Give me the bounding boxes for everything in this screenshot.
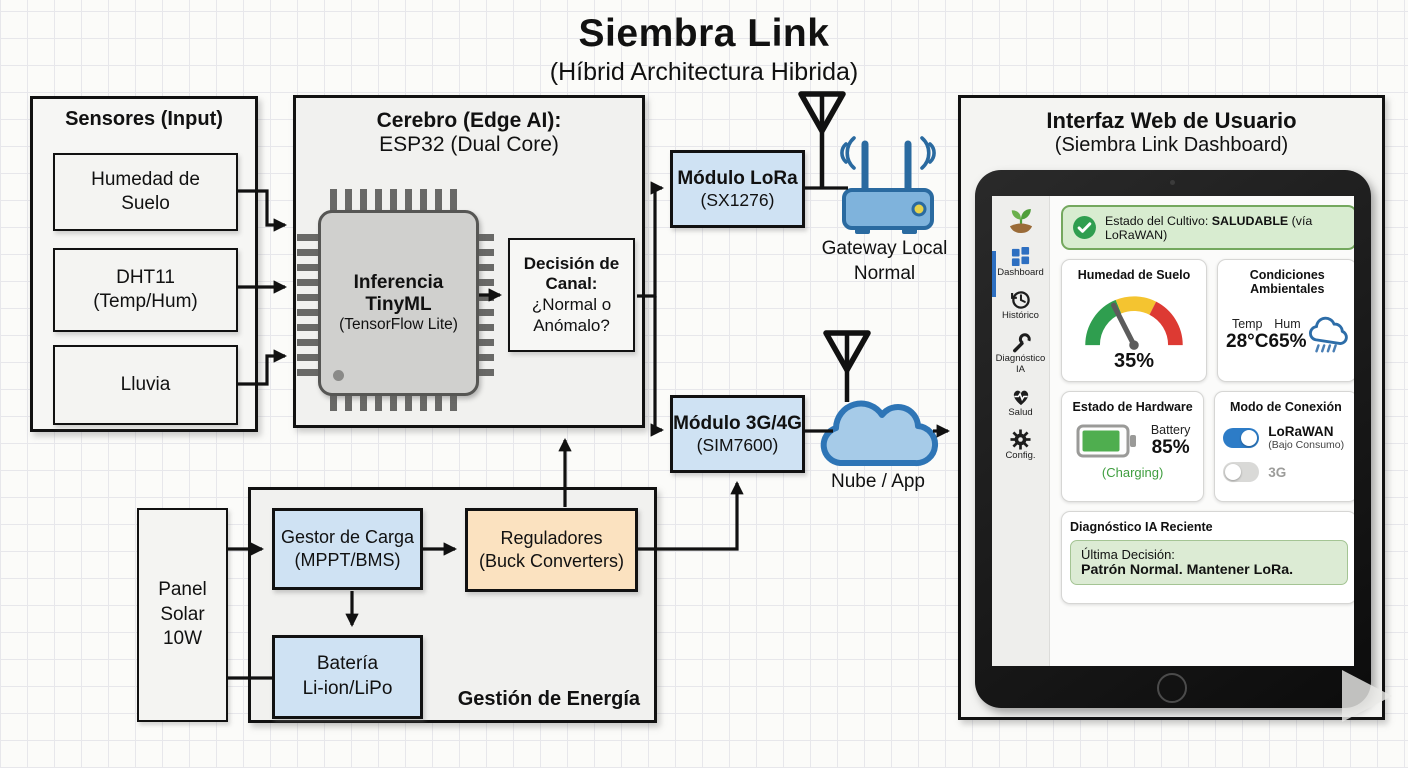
- sensor-rain: Lluvia: [53, 345, 238, 425]
- charge-manager-box: Gestor de Carga (MPPT/BMS): [272, 508, 423, 590]
- ai-diagnosis-card: Diagnóstico IA Reciente Última Decisión:…: [1061, 511, 1354, 604]
- battery-box: Batería Li-ion/LiPo: [272, 635, 423, 719]
- chip-pins-top: [330, 189, 462, 211]
- sensor-dht11: DHT11 (Temp/Hum): [53, 248, 238, 332]
- battery-value: 85%: [1151, 437, 1190, 458]
- antenna-icon-lora: [798, 91, 846, 188]
- page-subtitle: (Híbrid Architectura Hibrida): [549, 58, 859, 86]
- tinyml-chip: Inferencia TinyML (TensorFlow Lite): [318, 210, 479, 396]
- tablet-home-button[interactable]: [1157, 673, 1187, 703]
- edge-ai-title: Cerebro (Edge AI):: [376, 109, 562, 132]
- sensors-box: Sensores (Input) Humedad de Suelo DHT11 …: [30, 96, 258, 432]
- page-title: Siembra Link: [578, 12, 830, 55]
- crop-status-text: Estado del Cultivo: SALUDABLE (vía LoRaW…: [1105, 213, 1313, 242]
- dashboard-sidebar: Dashboard Histórico Diagnóstico IA: [992, 196, 1050, 666]
- heart-pulse-icon: [1013, 390, 1028, 405]
- soil-moisture-card: Humedad de Suelo 35%: [1061, 259, 1207, 382]
- temp-stat: Temp 28°C: [1226, 316, 1269, 352]
- regulators-box: Reguladores (Buck Converters): [465, 508, 638, 592]
- sidebar-item-salud[interactable]: Salud: [1008, 386, 1033, 419]
- lorawan-toggle[interactable]: [1223, 427, 1260, 448]
- charging-status: (Charging): [1101, 465, 1164, 480]
- hardware-status-card: Estado de Hardware Battery 85%: [1061, 391, 1205, 502]
- dashboard-main: Estado del Cultivo: SALUDABLE (vía LoRaW…: [1050, 196, 1354, 666]
- tablet-camera-dot: [1170, 180, 1175, 185]
- sidebar-item-config[interactable]: Config.: [1005, 429, 1036, 462]
- ambient-conditions-card: Condiciones Ambientales Temp 28°C Hum 65…: [1217, 259, 1354, 382]
- lorawan-label: LoRaWAN (Bajo Consumo): [1268, 424, 1345, 451]
- sensor-soil-moisture: Humedad de Suelo: [53, 153, 238, 231]
- gear-icon: [1010, 429, 1031, 450]
- connection-mode-card: Modo de Conexión LoRaWAN (Bajo Consumo) …: [1214, 391, 1354, 502]
- cellular-module-box: Módulo 3G/4G (SIM7600): [670, 395, 805, 473]
- sidebar-item-dashboard[interactable]: Dashboard: [997, 246, 1044, 279]
- sidebar-item-diagnostico-ia[interactable]: Diagnóstico IA: [995, 332, 1047, 376]
- 3g-label: 3G: [1268, 464, 1287, 480]
- humidity-stat: Hum 65%: [1268, 316, 1307, 352]
- rain-cloud-icon: [1309, 316, 1349, 352]
- solar-panel-box: Panel Solar 10W: [137, 508, 228, 722]
- crop-status-banner: Estado del Cultivo: SALUDABLE (vía LoRaW…: [1061, 205, 1354, 250]
- channel-decision-box: Decisión de Canal: ¿Normal o Anómalo?: [508, 238, 635, 352]
- watermark-arrow: [1342, 670, 1392, 722]
- sidebar-item-historico[interactable]: Histórico: [1002, 289, 1039, 322]
- power-management-label: Gestión de Energía: [457, 688, 640, 710]
- battery-icon: [1076, 424, 1136, 458]
- check-circle-icon: [1073, 216, 1096, 239]
- chip-pins-left: [297, 226, 319, 376]
- dashboard-grid-icon: [1011, 246, 1030, 267]
- soil-moisture-value: 35%: [1113, 350, 1155, 372]
- router-icon: [840, 136, 936, 234]
- web-interface-title: Interfaz Web de Usuario: [1046, 108, 1297, 133]
- cloud-icon: [820, 400, 939, 467]
- sensors-title: Sensores (Input): [65, 108, 223, 130]
- last-decision-box: Última Decisión: Patrón Normal. Mantener…: [1070, 540, 1349, 585]
- web-interface-subtitle: (Siembra Link Dashboard): [1054, 134, 1289, 156]
- toggle-knob: [1225, 464, 1242, 480]
- wrench-icon: [1013, 333, 1031, 353]
- 3g-toggle[interactable]: [1223, 462, 1260, 482]
- toggle-knob: [1241, 429, 1258, 446]
- gateway-label: Gateway Local Normal: [821, 238, 948, 284]
- soil-moisture-gauge: [1085, 296, 1183, 350]
- tablet-device: Dashboard Histórico Diagnóstico IA: [975, 170, 1371, 708]
- active-item-indicator: [992, 251, 996, 297]
- lora-module-box: Módulo LoRa (SX1276): [670, 150, 805, 228]
- history-clock-icon: [1011, 291, 1030, 309]
- edge-ai-subtitle: ESP32 (Dual Core): [379, 133, 559, 156]
- cloud-label: Nube / App: [830, 471, 926, 492]
- chip-pin1-dot: [333, 370, 344, 381]
- dashboard-screen: Dashboard Histórico Diagnóstico IA: [992, 196, 1354, 666]
- sprout-logo-icon: [1009, 209, 1032, 234]
